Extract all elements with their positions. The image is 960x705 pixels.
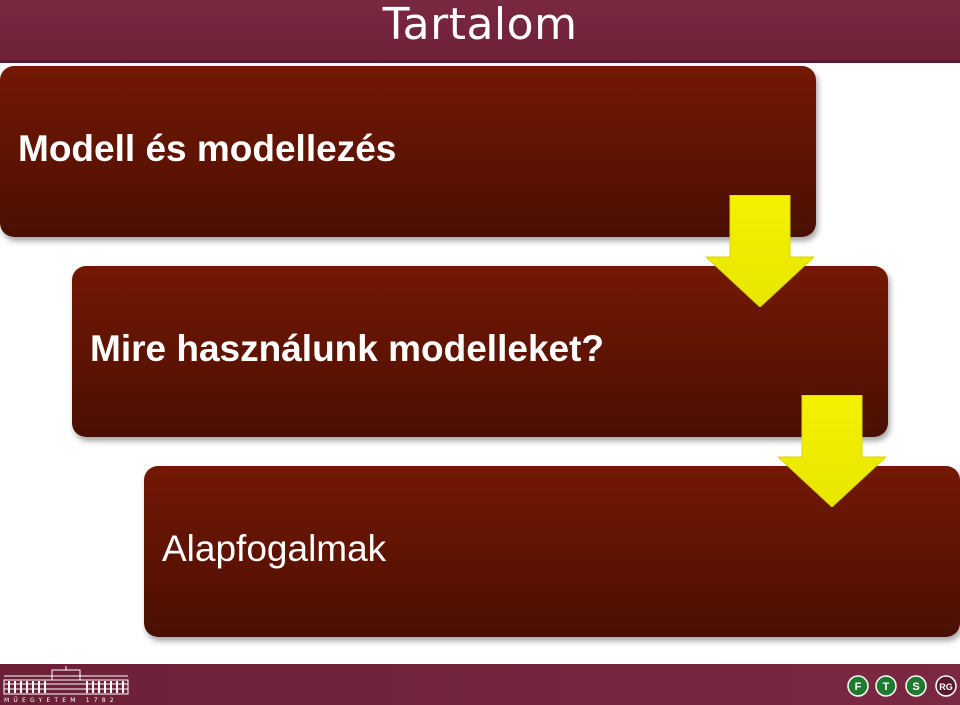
- header-bar: [0, 0, 960, 60]
- university-logo-text: MŰEGYETEM 1782: [4, 697, 118, 704]
- university-building-logo: MŰEGYETEM 1782: [3, 666, 129, 704]
- department-logo: F T S RG: [847, 675, 957, 697]
- department-logo-letter-2: T: [883, 681, 890, 693]
- content-box-1: Modell és modellezés: [0, 66, 816, 237]
- department-logo-letter-1: F: [855, 681, 862, 693]
- footer-bar: [0, 664, 960, 705]
- content-box-1-label: Modell és modellezés: [18, 128, 397, 169]
- slide-title: Tartalom: [382, 0, 578, 50]
- content-box-3-label: Alapfogalmak: [162, 528, 387, 569]
- content-box-2-label: Mire használunk modelleket?: [90, 328, 605, 369]
- header-divider: [0, 60, 960, 63]
- department-logo-letter-3: S: [912, 681, 919, 693]
- down-arrow-icon: [778, 395, 886, 507]
- department-logo-letter-4: RG: [939, 682, 953, 692]
- down-arrow-icon: [706, 195, 814, 307]
